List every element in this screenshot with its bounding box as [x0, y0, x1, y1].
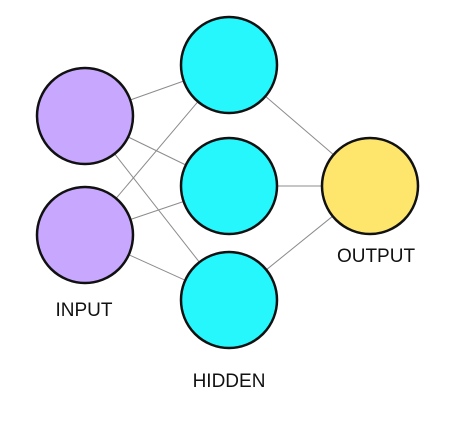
hidden-node-2 [179, 136, 279, 236]
edge-input-2-to-hidden-1 [115, 101, 199, 199]
output-node-1 [320, 136, 420, 236]
hidden-layer-label: HIDDEN [193, 371, 266, 392]
edge-hidden-3-to-output-1 [265, 215, 334, 271]
edge-input-1-to-hidden-3 [114, 153, 200, 263]
edge-input-1-to-hidden-2 [127, 136, 187, 166]
input-layer-label: INPUT [56, 300, 113, 321]
edge-hidden-1-to-output-1 [265, 95, 334, 156]
edge-input-1-to-hidden-1 [130, 80, 184, 101]
hidden-node-3 [179, 250, 279, 350]
connection-layer [114, 80, 334, 281]
hidden-node-1 [179, 15, 279, 115]
input-node-1 [35, 66, 135, 166]
output-layer-label: OUTPUT [337, 246, 416, 267]
edge-input-2-to-hidden-3 [128, 254, 186, 281]
input-node-2 [35, 185, 135, 285]
edge-input-2-to-hidden-2 [130, 201, 184, 220]
node-layer [35, 15, 420, 350]
